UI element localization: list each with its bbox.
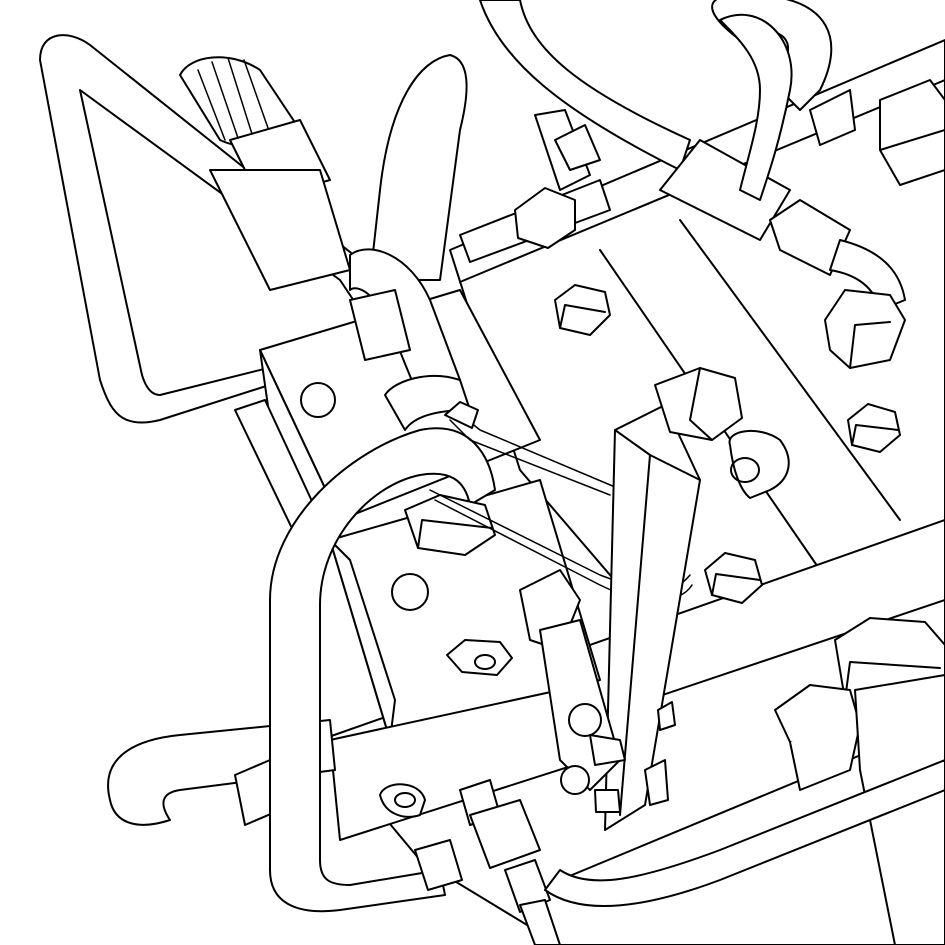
front-u-tube [269,427,496,913]
housing-bolts [554,284,901,604]
vertical-rod [369,54,468,281]
hex-fitting [514,187,576,249]
tube-nut [349,289,411,361]
bottom-right-pipe [544,759,945,908]
top-right-nuts [809,79,945,186]
hex-bolt-head [554,284,611,336]
tube-ferrule [659,139,791,241]
linkage-yoke [519,569,676,813]
bottom-right-nut-stack [774,617,945,945]
wire-clip [444,401,479,429]
hex-fitting [554,124,601,171]
upper-arch-tube [349,248,471,431]
hex-bolt-head [704,552,763,604]
mounting-hole [300,382,336,418]
bottom-fuel-fittings [379,779,561,945]
hex-bolt-head [847,403,901,453]
hex-fitting [469,799,541,869]
hex-nut [824,289,906,369]
right-elbow-fitting [769,199,906,369]
control-lever [604,367,790,831]
hex-fitting [414,839,463,891]
hex-nut [809,89,856,146]
top-tube-assembly [479,0,833,241]
upper-fuel-line [459,109,611,263]
hex-nut [446,639,513,676]
hex-fitting [504,859,551,913]
knurled-adjuster [179,56,351,291]
mounting-hole [391,573,429,611]
